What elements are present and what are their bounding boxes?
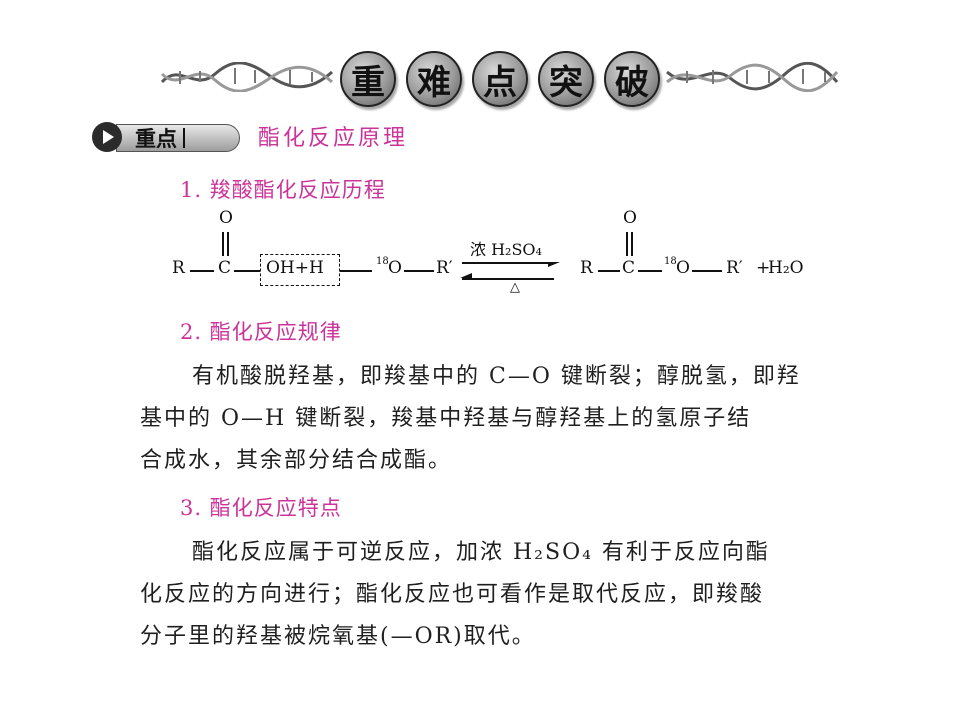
r-prime-group: R′ xyxy=(436,258,453,278)
section-tag-label: 重点 xyxy=(135,127,177,151)
item-1-heading: 1. 羧酸酯化反应历程 xyxy=(180,178,386,202)
carbonyl-oxygen: O xyxy=(219,208,233,228)
banner-char: 突 xyxy=(538,51,594,107)
product-r-group: R xyxy=(580,258,593,278)
product-carbon: C xyxy=(622,258,636,278)
plus-sign: + xyxy=(756,258,771,278)
paragraph-line: 有机酸脱羟基，即羧基中的 C—O 键断裂；醇脱氢，即羟 xyxy=(192,364,801,389)
hydroxyl-box xyxy=(260,254,340,286)
paragraph-line: 合成水，其余部分结合成酯。 xyxy=(140,448,453,473)
o18-atom: O xyxy=(388,258,402,278)
item-2-heading: 2. 酯化反应规律 xyxy=(180,320,342,344)
catalyst-label: 浓 H₂SO₄ xyxy=(470,240,542,259)
reverse-arrow-icon xyxy=(460,273,472,278)
paragraph-line: 基中的 O—H 键断裂，羧基中羟基与醇羟基上的氢原子结 xyxy=(140,406,752,431)
paragraph-line: 分子里的羟基被烷氧基(—OR)取代。 xyxy=(140,624,536,649)
dna-ornament-right xyxy=(666,62,839,92)
product-isotope-label: 18 xyxy=(664,256,677,267)
heat-symbol: △ xyxy=(510,280,520,295)
banner-title: 重 难 点 突 破 xyxy=(340,48,660,108)
product-o18: O xyxy=(676,258,690,278)
banner-char: 难 xyxy=(406,51,462,107)
banner-char: 破 xyxy=(604,51,660,107)
banner-char: 点 xyxy=(472,51,528,107)
item-2-body: 有机酸脱羟基，即羧基中的 C—O 键断裂；醇脱氢，即羟 基中的 O—H 键断裂，… xyxy=(140,356,820,482)
dna-ornament-left xyxy=(160,62,334,92)
water: H₂O xyxy=(768,258,804,278)
banner: 重 难 点 突 破 xyxy=(160,48,839,108)
carbonyl-carbon: C xyxy=(218,258,232,278)
paragraph-line: 化反应的方向进行；酯化反应也可看作是取代反应，即羧酸 xyxy=(140,582,765,607)
tag-divider xyxy=(183,128,185,148)
product-carbonyl-oxygen: O xyxy=(623,208,637,228)
oh-plus-h: OH+H xyxy=(266,258,324,278)
section-tag: 重点 xyxy=(92,120,242,154)
section-title: 酯化反应原理 xyxy=(258,126,409,151)
forward-arrow-icon xyxy=(548,262,560,267)
isotope-label: 18 xyxy=(376,256,389,267)
r-group: R xyxy=(172,258,185,278)
item-3-body: 酯化反应属于可逆反应，加浓 H₂SO₄ 有利于反应向酯 化反应的方向进行；酯化反… xyxy=(140,532,820,658)
item-3-heading: 3. 酯化反应特点 xyxy=(180,496,342,520)
product-r-prime: R′ xyxy=(726,258,743,278)
banner-char: 重 xyxy=(340,51,396,107)
reaction-equation: R C O OH+H 18 O R′ 浓 H₂SO₄ △ R C O 18 O … xyxy=(170,206,820,302)
play-icon xyxy=(92,122,122,152)
paragraph-line: 酯化反应属于可逆反应，加浓 H₂SO₄ 有利于反应向酯 xyxy=(192,540,770,565)
